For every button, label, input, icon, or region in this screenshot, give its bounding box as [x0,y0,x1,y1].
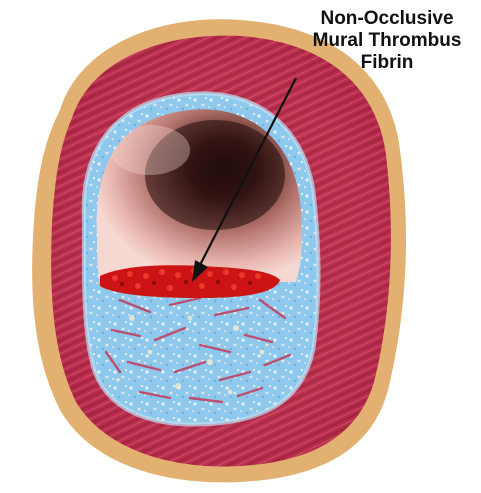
label-line-2: Mural Thrombus [313,30,462,51]
label-line-1: Non-Occlusive [320,8,453,29]
label-line-3: Fibrin [361,52,414,73]
